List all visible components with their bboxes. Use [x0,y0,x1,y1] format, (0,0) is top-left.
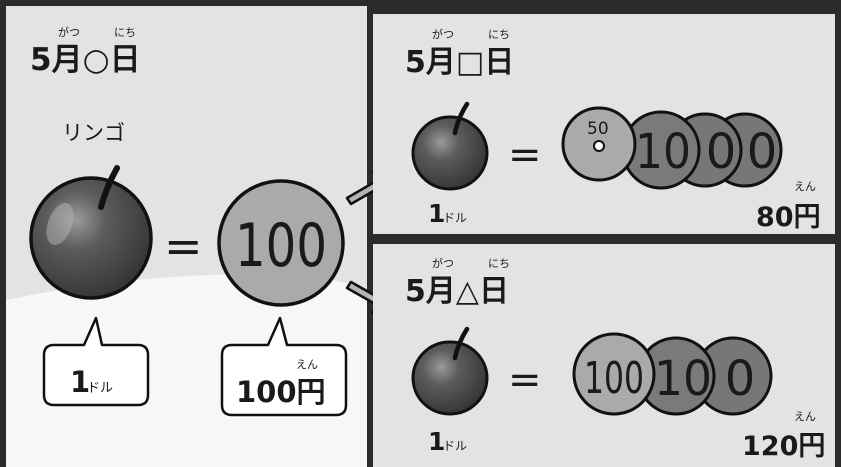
bottom-right-date-title: 5月△日 [405,274,509,309]
bottom-right-panel: がつ にち 5月△日 = 100 10 0 1 ドル えん 120円 [373,244,835,467]
top-right-date-title: 5月□日 [405,45,514,80]
apple-icon [411,326,489,416]
coin-10-text: 10 [654,351,712,407]
top-right-equals-sign: = [508,132,542,178]
top-right-panel: がつ にち 5月□日 = 50 10 0 0 1 ドル えん 80円 [373,14,835,234]
bottom-right-equals-sign: = [508,357,542,403]
left-panel: がつ にち 5月○日 リンゴ = 100 1 ドル [6,6,401,467]
top-right-furigana-month: がつ [432,27,454,41]
left-yen-amount: 100円 [236,375,326,409]
bottom-right-yen-amount: 120円 [742,431,825,462]
left-equals-sign: = [164,219,203,273]
bottom-right-furigana-month: がつ [432,256,454,270]
coin-50-text: 50 [587,119,609,139]
coin-100-text: 100 [235,211,327,281]
left-furigana-month: がつ [58,25,80,39]
apple-icon [411,101,489,191]
left-furigana-day: にち [114,26,136,39]
apple-label: リンゴ [62,121,125,145]
top-right-furigana-day: にち [488,28,510,41]
coin-10-zero-1: 0 [706,124,737,180]
coin-100-text: 100 [584,353,644,404]
left-yen-furigana: えん [296,358,318,371]
coin-100-icon: 100 [217,179,345,307]
coins-80-yen-icon: 50 10 0 0 [561,106,783,190]
bottom-right-dollar-unit: ドル [443,439,467,453]
bottom-right-dollar-amount: 1 [428,427,445,456]
top-right-dollar-unit: ドル [443,211,467,225]
top-right-dollar-amount: 1 [428,199,445,228]
coin-10-text: 10 [635,124,691,180]
coins-120-yen-icon: 100 10 0 [572,332,773,416]
left-dollar-amount: 1 [70,365,90,399]
top-right-yen-amount: 80円 [756,202,821,233]
left-dollar-unit: ドル [87,381,113,396]
yen-price-bubble: えん 100円 [220,316,348,417]
bottom-right-yen-furigana: えん [794,410,816,423]
top-right-yen-furigana: えん [794,180,816,193]
apple-icon [29,165,153,300]
coin-10-zero: 0 [725,351,756,407]
dollar-price-bubble: 1 ドル [42,316,150,407]
left-date-title: 5月○日 [30,42,141,78]
coin-10-zero-2: 0 [747,124,778,180]
bottom-right-furigana-day: にち [488,257,510,270]
